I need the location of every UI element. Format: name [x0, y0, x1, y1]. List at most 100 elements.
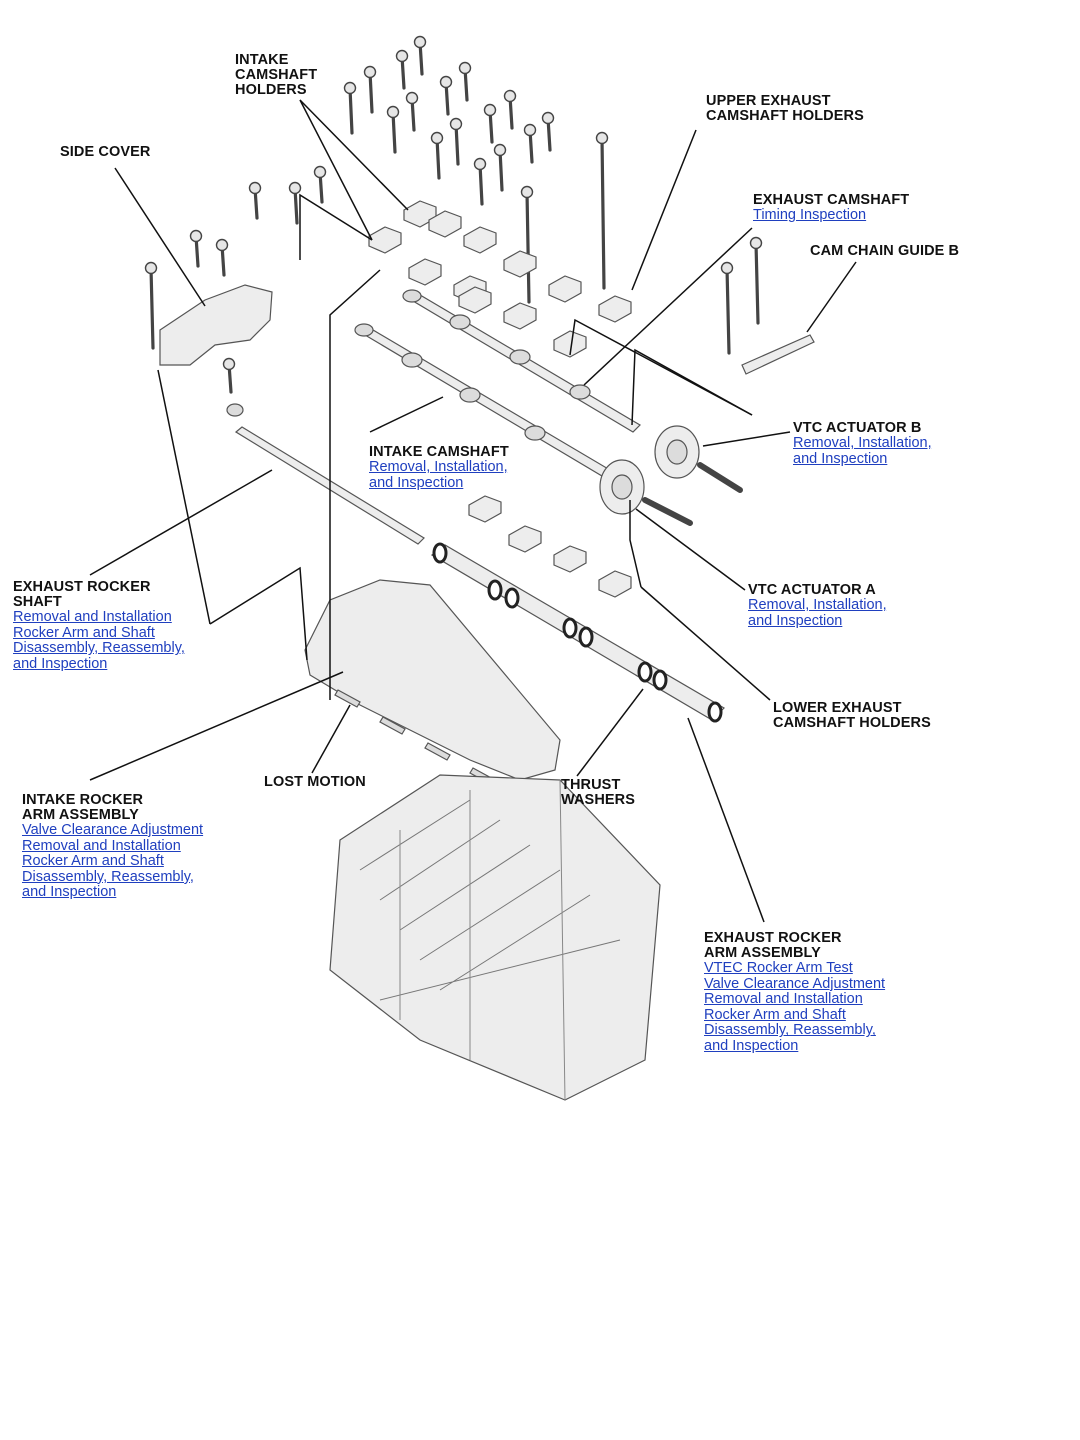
thrust-washer	[707, 701, 723, 723]
thrust-washer	[432, 542, 448, 564]
label-intake-camshaft-holders: INTAKE CAMSHAFT HOLDERS	[235, 52, 318, 98]
exhaust-camshaft-part	[402, 289, 641, 433]
label-lost-motion: LOST MOTION	[264, 774, 366, 790]
bolt	[363, 65, 377, 114]
link-intake-valve-clearance-adjustment[interactable]: Valve Clearance Adjustment	[22, 822, 204, 838]
callout-vtc-actuator-b: VTC ACTUATOR B Removal, Installation, an…	[793, 421, 932, 467]
bolt	[473, 157, 487, 206]
thrust-washer	[504, 587, 520, 609]
thrust-washer	[652, 669, 668, 691]
bolt	[483, 103, 497, 144]
thrust-washer	[487, 579, 503, 601]
bolt	[595, 131, 609, 290]
callout-lower-exhaust-camshaft-holders: LOWER EXHAUST CAMSHAFT HOLDERS	[773, 701, 931, 731]
link-exhaust-rocker-shaft-disassembly[interactable]: Rocker Arm and Shaft Disassembly, Reasse…	[13, 624, 185, 672]
bolt	[413, 35, 427, 76]
bolt	[222, 357, 236, 394]
camshaft-holder	[553, 545, 587, 573]
label-lower-exhaust-camshaft-holders: LOWER EXHAUST CAMSHAFT HOLDERS	[773, 700, 931, 731]
camshaft-holder	[503, 250, 537, 278]
callout-intake-rocker-arm-assembly: INTAKE ROCKER ARM ASSEMBLY Valve Clearan…	[22, 793, 203, 901]
bolt	[343, 81, 357, 135]
camshaft-holder	[598, 570, 632, 598]
label-vtc-actuator-a: VTC ACTUATOR A	[748, 582, 876, 598]
bolt	[248, 181, 262, 220]
camshaft-holder	[548, 275, 582, 303]
bolt	[720, 261, 734, 355]
bolt	[503, 89, 517, 130]
bolt	[458, 61, 472, 102]
label-thrust-washers: THRUST WASHERS	[561, 777, 636, 808]
link-intake-rocker-removal-installation[interactable]: Removal and Installation	[22, 837, 181, 854]
link-exhaust-valve-clearance-adjustment[interactable]: Valve Clearance Adjustment	[704, 975, 886, 992]
camshaft-holder	[508, 525, 542, 553]
bolt	[395, 49, 409, 90]
label-upper-exhaust-camshaft-holders: UPPER EXHAUST CAMSHAFT HOLDERS	[706, 93, 864, 124]
link-timing-inspection[interactable]: Timing Inspection	[753, 207, 867, 223]
bolt	[523, 123, 537, 164]
camshaft-holder	[598, 295, 632, 323]
camshaft-holder	[503, 302, 537, 330]
intake-camshaft-part	[354, 323, 612, 477]
lost-motion-spring	[334, 689, 361, 708]
camshaft-holder-group	[368, 200, 632, 598]
link-exhaust-rocker-disassembly[interactable]: Rocker Arm and Shaft Disassembly, Reasse…	[704, 1006, 876, 1054]
camshaft-holder	[553, 330, 587, 358]
callout-upper-exhaust-camshaft-holders: UPPER EXHAUST CAMSHAFT HOLDERS	[706, 94, 864, 124]
bolt	[189, 229, 203, 268]
thrust-washer	[578, 626, 594, 648]
link-intake-rocker-disassembly[interactable]: Rocker Arm and Shaft Disassembly, Reasse…	[22, 853, 194, 901]
label-intake-rocker-arm-assembly: INTAKE ROCKER ARM ASSEMBLY	[22, 792, 144, 823]
bolt	[749, 236, 763, 325]
bolt	[386, 105, 400, 154]
bolt	[313, 165, 327, 204]
lost-motion-spring	[379, 716, 406, 735]
bolt	[449, 117, 463, 166]
lost-motion-spring	[424, 742, 451, 761]
bolt	[288, 181, 302, 225]
bolt	[215, 238, 229, 277]
bolt	[520, 185, 534, 304]
callout-intake-camshaft: INTAKE CAMSHAFT Removal, Installation, a…	[369, 445, 509, 491]
label-exhaust-camshaft: EXHAUST CAMSHAFT	[753, 192, 910, 208]
callout-exhaust-camshaft: EXHAUST CAMSHAFT Timing Inspection	[753, 193, 909, 224]
bolt	[541, 111, 555, 152]
label-side-cover: SIDE COVER	[60, 144, 151, 160]
link-vtc-a-removal-installation-inspection[interactable]: Removal, Installation, and Inspection	[748, 597, 887, 629]
label-cam-chain-guide-b: CAM CHAIN GUIDE B	[810, 243, 960, 259]
link-intake-camshaft-removal-installation-inspection[interactable]: Removal, Installation, and Inspection	[369, 459, 508, 491]
bolt	[493, 143, 507, 192]
label-vtc-actuator-b: VTC ACTUATOR B	[793, 420, 922, 436]
label-exhaust-rocker-arm-assembly: EXHAUST ROCKER ARM ASSEMBLY	[704, 930, 842, 961]
callout-exhaust-rocker-arm-assembly: EXHAUST ROCKER ARM ASSEMBLY VTEC Rocker …	[704, 931, 885, 1055]
thrust-washer-group	[432, 542, 723, 723]
thrust-washer	[562, 617, 578, 639]
bolt-group	[144, 35, 763, 394]
camshaft-holder	[368, 226, 402, 254]
label-intake-camshaft: INTAKE CAMSHAFT	[369, 444, 509, 460]
bolt	[439, 75, 453, 116]
callout-exhaust-rocker-shaft: EXHAUST ROCKER SHAFT Removal and Install…	[13, 580, 185, 672]
cam-chain-guide-b-part	[741, 334, 815, 375]
bolt	[430, 131, 444, 180]
vtc-actuator-b-part	[654, 425, 743, 493]
callout-thrust-washers: THRUST WASHERS	[561, 778, 635, 808]
callout-side-cover: SIDE COVER	[60, 145, 150, 160]
exhaust-rocker-arm-assembly-part	[430, 542, 725, 723]
link-vtc-b-removal-installation-inspection[interactable]: Removal, Installation, and Inspection	[793, 435, 932, 467]
camshaft-holder	[463, 226, 497, 254]
camshaft-holder	[468, 495, 502, 523]
callout-cam-chain-guide-b: CAM CHAIN GUIDE B	[810, 244, 959, 259]
vtc-actuator-a-part	[599, 459, 693, 526]
callout-lost-motion: LOST MOTION	[264, 775, 366, 790]
bolt	[144, 261, 158, 350]
link-exhaust-rocker-removal-installation[interactable]: Removal and Installation	[704, 991, 863, 1008]
link-vtec-rocker-arm-test[interactable]: VTEC Rocker Arm Test	[704, 960, 853, 976]
camshaft-holder	[408, 258, 442, 286]
cylinder-head-part	[329, 774, 661, 1101]
callout-intake-camshaft-holders: INTAKE CAMSHAFT HOLDERS	[235, 53, 317, 98]
link-exhaust-rocker-shaft-removal-installation[interactable]: Removal and Installation	[13, 609, 172, 625]
camshaft-holder	[428, 210, 462, 238]
side-cover-part	[159, 284, 273, 366]
